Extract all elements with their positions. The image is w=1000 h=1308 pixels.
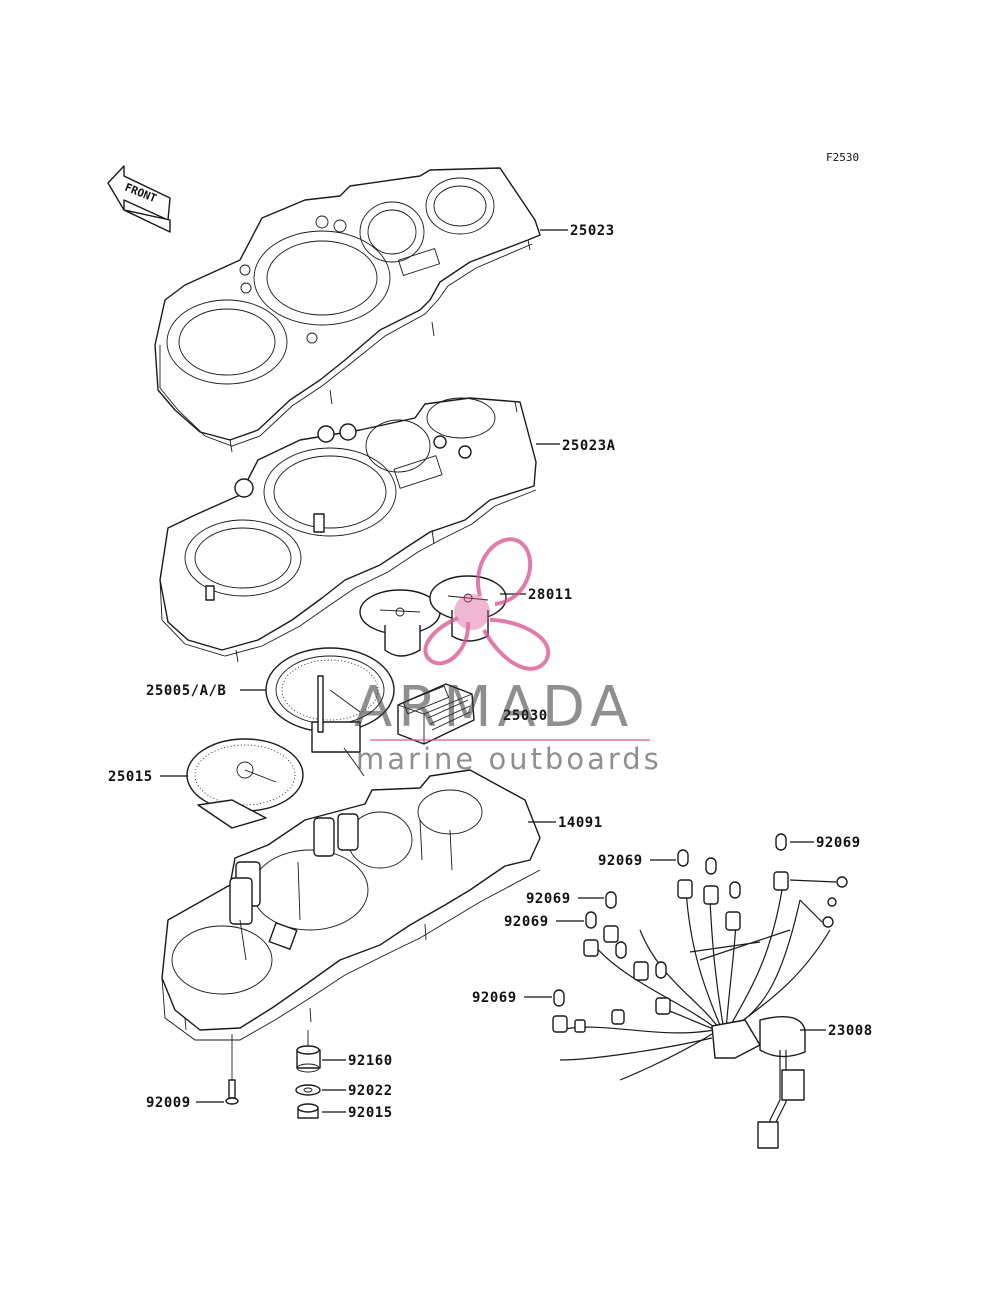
callout-92022: 92022 <box>348 1083 393 1099</box>
callout-92069-d: 92069 <box>504 914 549 930</box>
propeller-logo-icon <box>423 537 551 671</box>
meter-case-part <box>161 769 541 1041</box>
callout-14091: 14091 <box>558 815 603 831</box>
callout-25005: 25005/A/B <box>146 683 226 699</box>
callout-92015: 92015 <box>348 1105 393 1121</box>
small-gauge-part <box>359 575 507 657</box>
callout-28011: 28011 <box>528 587 573 603</box>
callout-25015: 25015 <box>108 769 153 785</box>
callout-25030: 25030 <box>503 708 548 724</box>
callout-23008: 23008 <box>828 1023 873 1039</box>
figure-id: F2530 <box>826 151 859 164</box>
screw-part <box>225 1034 239 1105</box>
nut-part <box>297 1103 319 1119</box>
watermark: ARMADA marine outboards <box>354 537 662 776</box>
callout-92069-b: 92069 <box>598 853 643 869</box>
callout-92160: 92160 <box>348 1053 393 1069</box>
meter-cover-part <box>154 167 541 453</box>
callout-25023: 25023 <box>570 223 615 239</box>
callout-92069-a: 92069 <box>816 835 861 851</box>
wire-harness-part <box>552 833 848 1149</box>
front-arrow-icon: FRONT <box>107 165 171 233</box>
washer-part <box>295 1084 321 1096</box>
lcd-module-part <box>397 683 475 745</box>
callout-92069-c: 92069 <box>526 891 571 907</box>
callout-92009: 92009 <box>146 1095 191 1111</box>
callout-25023a: 25023A <box>562 438 616 454</box>
tachometer-part <box>186 738 304 829</box>
callout-92069-e: 92069 <box>472 990 517 1006</box>
watermark-tagline: marine outboards <box>356 742 662 776</box>
grommet-part <box>296 1030 321 1073</box>
meter-panel-part <box>159 397 537 663</box>
watermark-brand: ARMADA <box>354 675 634 740</box>
